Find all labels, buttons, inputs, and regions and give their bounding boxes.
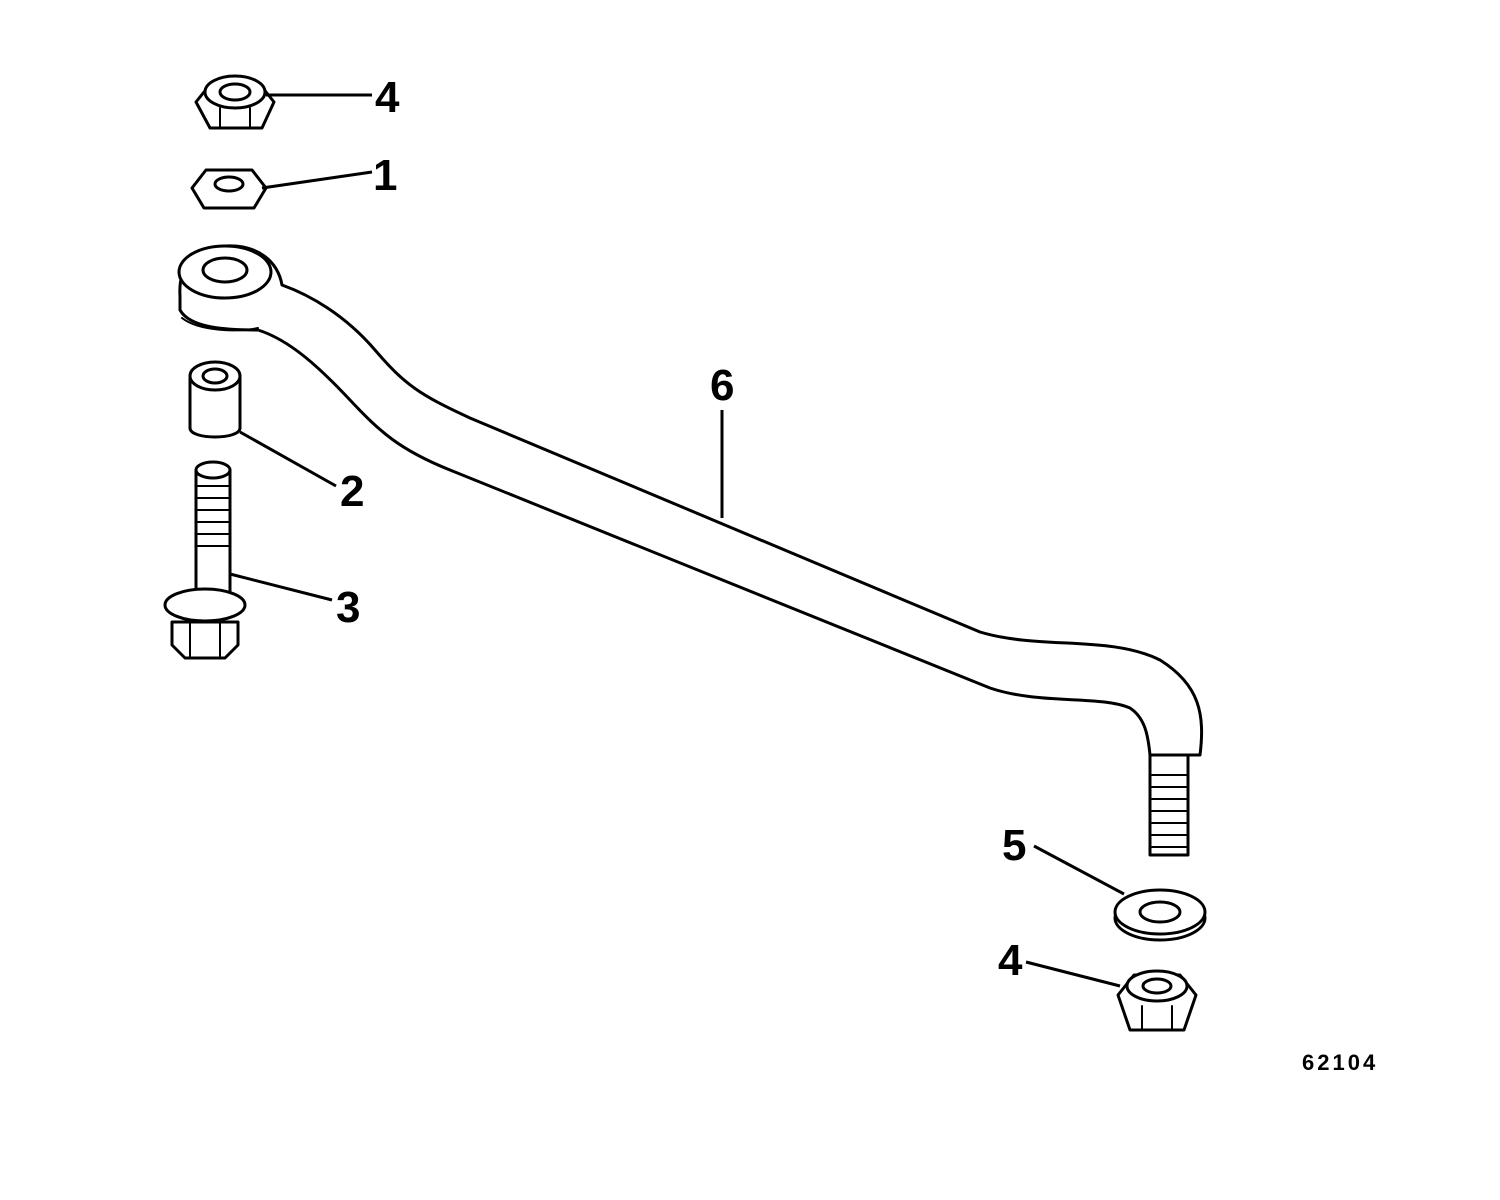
hex-bolt [163,460,247,660]
spacer-bushing [188,360,242,439]
lock-nut-bottom [1116,969,1198,1032]
lock-nut-top [194,74,276,130]
callout-1: 1 [373,151,397,200]
callout-3: 3 [336,583,360,632]
hex-washer-top [190,168,268,210]
callout-6: 6 [710,361,734,410]
link-rod [177,244,1204,857]
callout-5: 5 [1002,821,1026,870]
callout-2: 2 [340,467,364,516]
callout-4-top: 4 [375,73,400,122]
flat-washer-bottom [1113,888,1207,942]
leader-lines [229,93,1125,988]
figure-number: 62104 [1302,1050,1378,1075]
callout-4-bottom: 4 [998,936,1023,985]
